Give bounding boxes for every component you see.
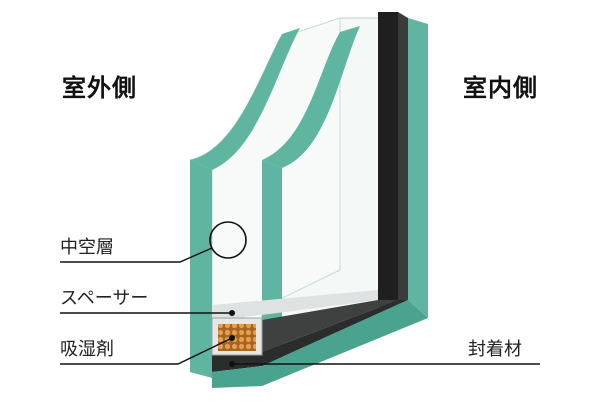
sealant-vertical (378, 12, 398, 310)
inner-glass-edge-right (408, 18, 428, 318)
desiccant-label: 吸湿剤 (60, 339, 114, 360)
air-layer-callout-circle (209, 221, 247, 259)
leader-line-desiccant (60, 337, 233, 365)
spacer-bar (212, 290, 378, 320)
leader-dot-sealant (229, 361, 235, 367)
desiccant-beads (218, 324, 256, 351)
air-layer-label: 中空層 (60, 237, 114, 258)
spacer-label: スペーサー (60, 288, 149, 309)
indoor-side-label: 室内側 (463, 74, 538, 102)
leader-dot-desiccant (229, 335, 235, 341)
leader-dot-spacer (229, 310, 235, 316)
outdoor-side-label: 室外側 (62, 74, 137, 102)
sealant-vertical-face (398, 12, 408, 300)
outer-glass-edge-left (190, 160, 212, 378)
sealant-bottom-face (262, 300, 398, 352)
leader-line-air-layer (60, 247, 213, 263)
glass-bottom-edge (212, 300, 428, 388)
outer-glass-wavy-edge (190, 28, 300, 170)
inner-glass-wavy-edge (262, 26, 360, 168)
sealant-label: 封着材 (468, 339, 522, 360)
